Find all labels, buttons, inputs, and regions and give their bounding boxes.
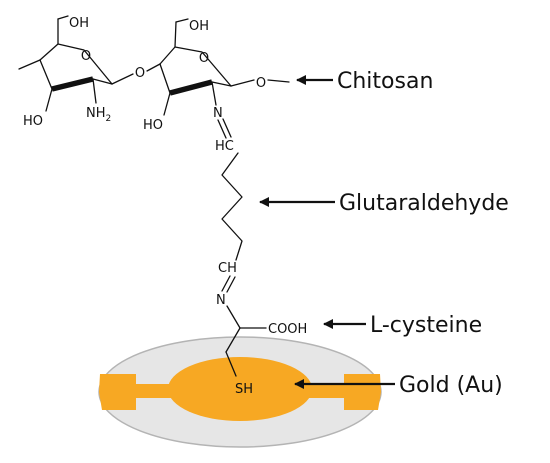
left-ring-bond-ca <box>39 59 53 90</box>
imine-double-bond-a <box>217 119 227 139</box>
atom-imine-n-bottom: N <box>216 293 226 308</box>
right-ring-bonds <box>159 46 232 87</box>
atom-sh: SH <box>235 382 253 397</box>
left-contact-pad <box>99 374 136 410</box>
glutaraldehyde-chain <box>221 152 243 261</box>
chitosan-structure: OH OH O O O O HO NH2 HO <box>18 15 290 133</box>
atom-oh-bottom-right: HO <box>143 118 163 133</box>
atom-methoxy-o: O <box>256 76 266 91</box>
l-cysteine-structure: COOH SH <box>225 305 307 397</box>
left-ch2oh-bond2 <box>57 15 69 20</box>
right-ring-bold-bond <box>169 79 213 96</box>
right-n-bond <box>211 81 217 106</box>
atom-ring-o-right: O <box>199 51 209 66</box>
glycosidic-bond-b <box>146 63 161 72</box>
methoxy-bond-b <box>267 79 290 83</box>
imine2-double-bond-a <box>221 275 231 292</box>
right-ch2oh-bond <box>174 21 177 48</box>
left-ring-bold-bond <box>51 76 94 92</box>
atom-imine-hc: HC <box>215 139 234 154</box>
atom-nh2: NH2 <box>86 106 111 124</box>
label-chitosan: Chitosan <box>337 69 433 94</box>
atom-oh-bottom-left: HO <box>23 114 43 129</box>
left-nh2-bond <box>92 78 97 104</box>
glycosidic-bond-a <box>111 73 134 85</box>
atom-nh2-subscript: 2 <box>106 114 112 124</box>
label-gold: Gold (Au) <box>399 373 503 398</box>
right-ch2oh-bond2 <box>175 18 189 23</box>
cys-cb-s-bond <box>225 351 237 377</box>
atom-nh2-main: NH <box>86 106 106 121</box>
left-methyl-bond <box>18 59 41 70</box>
atom-oh-top-right: OH <box>189 19 209 34</box>
left-oh-bond <box>45 88 53 112</box>
atom-imine-n-top: N <box>213 106 223 121</box>
atom-imine-ch: CH <box>218 261 237 276</box>
atom-cooh: COOH <box>268 322 307 337</box>
label-glutaraldehyde: Glutaraldehyde <box>339 191 509 216</box>
callouts: Chitosan Glutaraldehyde L-cysteine Gold … <box>259 69 509 398</box>
gold-working-electrode <box>168 357 312 421</box>
right-contact-line <box>304 384 354 398</box>
label-l-cysteine: L-cysteine <box>370 313 482 338</box>
right-ring-bond-ca <box>159 63 171 94</box>
methoxy-bond-a <box>230 79 255 87</box>
left-ring-bond-cr <box>92 78 113 85</box>
imine2-double-bond-b <box>226 276 236 293</box>
atom-glycosidic-o: O <box>135 66 145 81</box>
right-oh-bond <box>163 92 171 116</box>
left-contact-line <box>126 384 176 398</box>
imine-double-bond-b <box>222 118 232 138</box>
gold-electrode <box>98 336 382 448</box>
cys-n-ca-bond <box>226 305 241 329</box>
right-ring-bond-cr <box>211 81 232 87</box>
atom-ring-o-left: O <box>81 49 91 64</box>
cys-ca-cb-bond <box>225 327 241 353</box>
atom-oh-top-left: OH <box>69 16 89 31</box>
glutaraldehyde-linker: N HC CH N <box>213 106 243 308</box>
left-ring-bonds <box>39 43 113 85</box>
